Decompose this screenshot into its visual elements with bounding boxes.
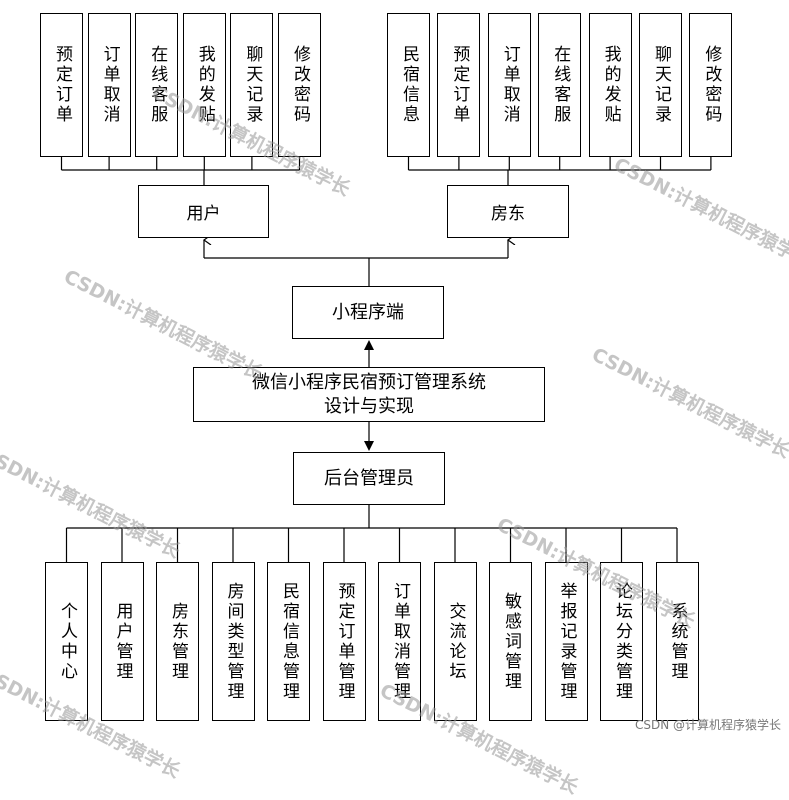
user-function-box: 订单取消 bbox=[87, 13, 131, 157]
admin-function-label: 房间类型管理 bbox=[223, 581, 244, 702]
landlord-node: 房东 bbox=[447, 185, 569, 238]
diagram-canvas: 预定订单 订单取消 在线客服 我的发贴 聊天记录 修改密码 民宿信息 预定订单 订单取消 在线客… bbox=[0, 13, 789, 799]
user-function-label: 在线客服 bbox=[147, 45, 168, 125]
admin-function-label: 举报记录管理 bbox=[556, 581, 577, 702]
user-node: 用户 bbox=[138, 185, 269, 238]
admin-function-box: 举报记录管理 bbox=[544, 562, 588, 721]
landlord-function-box: 我的发贴 bbox=[588, 13, 632, 157]
arrow-to-mini-program bbox=[364, 340, 374, 350]
landlord-function-label: 订单取消 bbox=[499, 45, 520, 125]
admin-function-label: 系统管理 bbox=[667, 601, 688, 682]
admin-function-box: 敏感词管理 bbox=[489, 562, 532, 721]
landlord-function-box: 预定订单 bbox=[437, 13, 481, 157]
user-function-label: 我的发贴 bbox=[194, 45, 215, 125]
system-title-line1: 微信小程序民宿预订管理系统 bbox=[252, 371, 486, 393]
user-function-box: 在线客服 bbox=[135, 13, 179, 157]
admin-function-box: 个人中心 bbox=[45, 562, 88, 721]
landlord-function-box: 修改密码 bbox=[689, 13, 733, 157]
admin-function-box: 交流论坛 bbox=[433, 562, 477, 721]
user-function-box: 修改密码 bbox=[278, 13, 321, 157]
mini-program-label: 小程序端 bbox=[332, 301, 404, 323]
system-title-line2: 设计与实现 bbox=[324, 395, 414, 417]
arrow-to-admin bbox=[364, 441, 374, 451]
admin-function-box: 论坛分类管理 bbox=[600, 562, 643, 721]
admin-node-label: 后台管理员 bbox=[324, 467, 414, 489]
user-function-box: 聊天记录 bbox=[230, 13, 274, 157]
user-function-box: 我的发贴 bbox=[182, 13, 226, 157]
landlord-function-box: 聊天记录 bbox=[639, 13, 682, 157]
landlord-function-label: 聊天记录 bbox=[651, 45, 671, 125]
footer-credit: CSDN @计算机程序猿学长 bbox=[634, 718, 781, 732]
landlord-function-box: 民宿信息 bbox=[387, 13, 430, 157]
admin-function-box: 房东管理 bbox=[156, 562, 199, 721]
admin-function-box: 订单取消管理 bbox=[378, 562, 421, 721]
system-node: 微信小程序民宿预订管理系统 设计与实现 bbox=[193, 367, 545, 422]
user-function-label: 聊天记录 bbox=[242, 45, 263, 125]
user-function-label: 预定订单 bbox=[52, 45, 72, 125]
admin-function-box: 用户管理 bbox=[100, 562, 144, 721]
mini-program-node: 小程序端 bbox=[292, 286, 444, 339]
admin-node: 后台管理员 bbox=[293, 452, 445, 505]
admin-function-label: 用户管理 bbox=[112, 601, 133, 682]
admin-function-label: 个人中心 bbox=[57, 601, 77, 682]
admin-function-label: 论坛分类管理 bbox=[612, 581, 632, 702]
admin-function-box: 民宿信息管理 bbox=[267, 562, 310, 721]
user-node-label: 用户 bbox=[186, 204, 221, 224]
landlord-function-label: 在线客服 bbox=[550, 45, 571, 125]
landlord-function-label: 民宿信息 bbox=[399, 45, 419, 125]
admin-function-label: 订单取消管理 bbox=[390, 581, 410, 702]
landlord-function-label: 修改密码 bbox=[701, 45, 722, 125]
admin-function-label: 敏感词管理 bbox=[501, 591, 521, 692]
user-function-box: 预定订单 bbox=[40, 13, 83, 157]
landlord-function-box: 在线客服 bbox=[538, 13, 582, 157]
admin-function-label: 民宿信息管理 bbox=[279, 581, 299, 702]
admin-function-label: 交流论坛 bbox=[445, 601, 466, 682]
admin-function-label: 房东管理 bbox=[168, 601, 188, 682]
admin-function-box: 预定订单管理 bbox=[322, 562, 366, 721]
landlord-function-box: 订单取消 bbox=[487, 13, 531, 157]
admin-function-box: 系统管理 bbox=[655, 562, 699, 721]
landlord-function-label: 我的发贴 bbox=[600, 45, 621, 125]
user-function-label: 订单取消 bbox=[99, 45, 120, 125]
user-function-label: 修改密码 bbox=[290, 45, 310, 125]
admin-function-box: 房间类型管理 bbox=[211, 562, 255, 721]
connector-lines bbox=[60, 157, 712, 562]
landlord-node-label: 房东 bbox=[491, 204, 525, 224]
landlord-function-label: 预定订单 bbox=[449, 45, 470, 125]
admin-function-label: 预定订单管理 bbox=[334, 581, 355, 702]
